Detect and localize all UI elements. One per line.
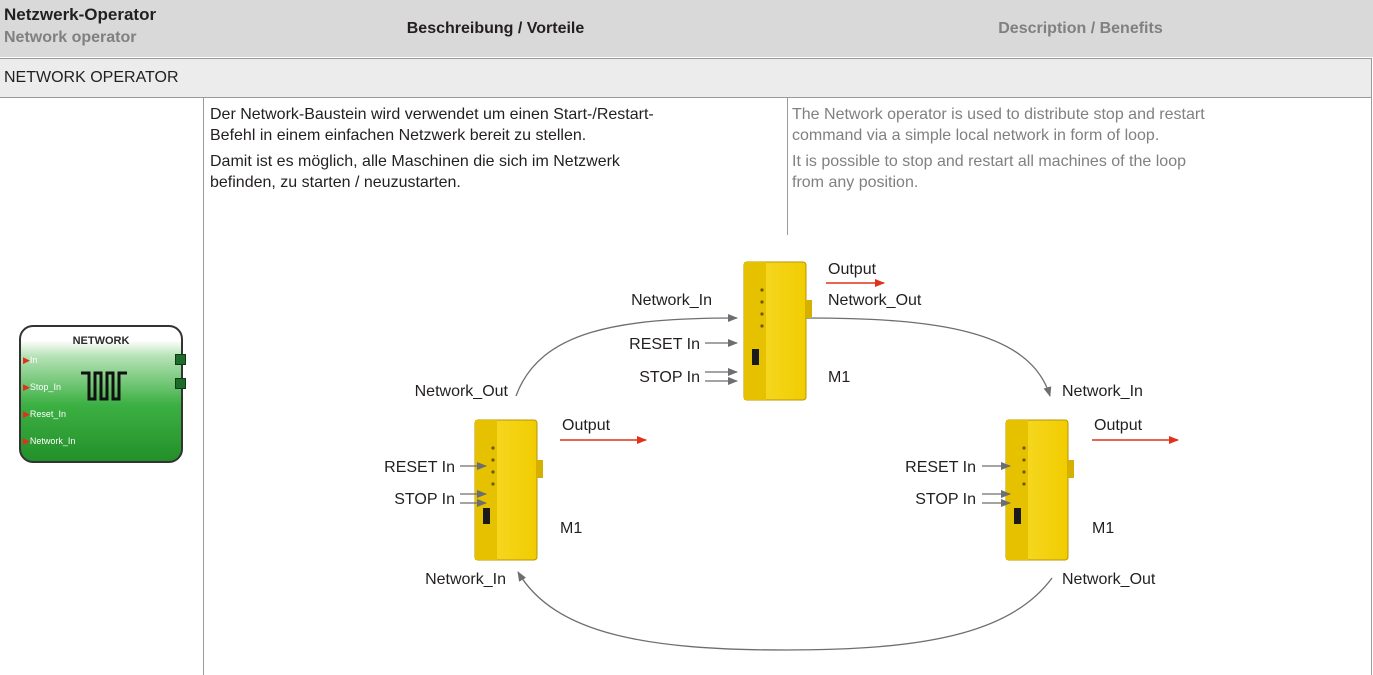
input-pin-icon: ▶ — [23, 436, 30, 446]
table-header: Netzwerk-Operator Network operator Besch… — [0, 0, 1373, 57]
label-reset-top: RESET In — [629, 336, 700, 353]
section-label: NETWORK OPERATOR — [4, 69, 179, 86]
description-german: Der Network-Baustein wird verwendet um e… — [210, 104, 654, 193]
loop-arrow-top-to-right — [804, 317, 1052, 397]
network-pulse-icon — [81, 371, 127, 401]
description-line: befinden, zu starten / neuzustarten. — [210, 174, 461, 191]
block-input-label: Stop_In — [29, 382, 61, 392]
column-divider-left — [203, 97, 204, 675]
description-line: Damit ist es möglich, alle Maschinen die… — [210, 153, 620, 170]
label-output-top: Output — [828, 261, 877, 278]
title-german: Netzwerk-Operator — [4, 5, 157, 24]
label-network-out-right: Network_Out — [1062, 571, 1156, 588]
label-reset-left: RESET In — [384, 459, 455, 476]
loop-arrow-left-to-top — [515, 314, 738, 397]
label-module-top: M1 — [828, 369, 850, 386]
column-divider-right — [1371, 97, 1372, 675]
block-title: NETWORK — [72, 335, 130, 347]
block-output-pin — [175, 354, 186, 365]
label-output-right: Output — [1094, 417, 1143, 434]
block-input-stop: ▶Stop_In — [23, 382, 61, 393]
network-function-block: NETWORK ▶In ▶Stop_In ▶Reset_In ▶Network_… — [19, 325, 186, 463]
section-row: NETWORK OPERATOR — [0, 58, 1372, 98]
label-stop-right: STOP In — [915, 491, 976, 508]
block-input-label: Reset_In — [29, 409, 66, 419]
title-english: Network operator — [4, 29, 137, 46]
input-pin-icon: ▶ — [23, 382, 30, 392]
block-output-pin — [175, 378, 186, 389]
header-title-cell: Netzwerk-Operator Network operator — [0, 0, 203, 57]
description-line: The Network operator is used to distribu… — [792, 106, 1205, 123]
label-module-right: M1 — [1092, 520, 1114, 537]
description-english: The Network operator is used to distribu… — [792, 104, 1205, 193]
column-divider-middle — [787, 97, 788, 235]
label-output-left: Output — [562, 417, 611, 434]
label-stop-top: STOP In — [639, 369, 700, 386]
label-network-in-top: Network_In — [631, 292, 712, 309]
description-line: command via a simple local network in fo… — [792, 127, 1160, 144]
safety-module-right — [1005, 419, 1074, 561]
loop-arrow-right-to-left — [517, 571, 1053, 651]
column-header-german: Beschreibung / Vorteile — [406, 20, 585, 37]
description-line: Der Network-Baustein wird verwendet um e… — [210, 106, 654, 123]
column-header-english: Description / Benefits — [998, 20, 1163, 37]
block-input-in: ▶In — [23, 355, 37, 366]
description-line: It is possible to stop and restart all m… — [792, 153, 1186, 170]
label-network-out-top: Network_Out — [828, 292, 922, 309]
description-line: Befehl in einem einfachen Netzwerk berei… — [210, 127, 587, 144]
safety-module-left — [474, 419, 543, 561]
label-network-in-left: Network_In — [425, 571, 506, 588]
description-line: from any position. — [792, 174, 919, 191]
label-reset-right: RESET In — [905, 459, 976, 476]
block-input-network: ▶Network_In — [23, 436, 75, 447]
label-network-in-right: Network_In — [1062, 383, 1143, 400]
label-module-left: M1 — [560, 520, 582, 537]
input-pin-icon: ▶ — [23, 355, 30, 365]
safety-module-top — [743, 261, 812, 401]
label-network-out-left: Network_Out — [415, 383, 509, 400]
input-pin-icon: ▶ — [23, 409, 30, 419]
block-input-label: In — [29, 355, 38, 365]
block-input-reset: ▶Reset_In — [23, 409, 66, 420]
block-input-label: Network_In — [29, 436, 76, 446]
label-stop-left: STOP In — [394, 491, 455, 508]
